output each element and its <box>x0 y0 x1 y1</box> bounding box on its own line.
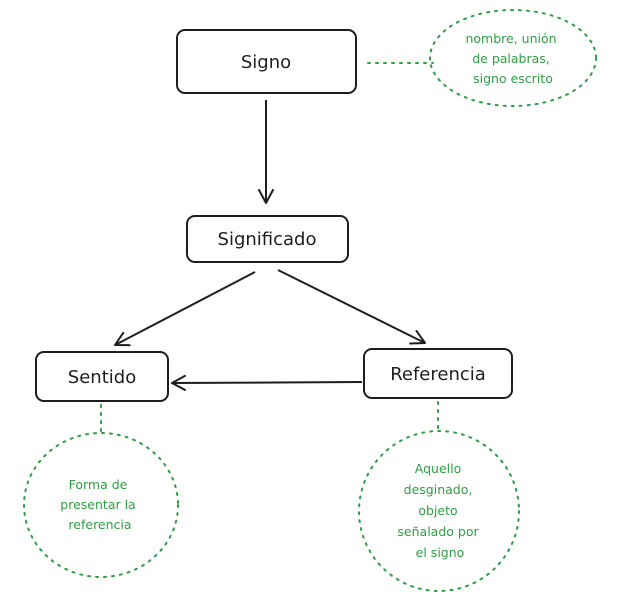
note-signo-line-3: signo escrito <box>473 71 553 86</box>
node-referencia: Referencia <box>363 348 513 399</box>
node-signo-label: Signo <box>241 52 291 73</box>
arrow-significado-to-referencia <box>277 269 426 345</box>
note-referencia-line-1: Aquello <box>415 461 461 476</box>
node-significado-label: Significado <box>218 229 317 250</box>
note-referencia-text: Aquello desginado, objeto señalado por e… <box>397 461 482 560</box>
note-sentido-line-3: referencia <box>68 517 131 532</box>
node-signo: Signo <box>176 29 357 94</box>
note-signo-text: nombre, unión de palabras, signo escrito <box>465 31 560 86</box>
node-signo-box <box>176 29 357 94</box>
node-sentido-box <box>35 351 169 402</box>
note-referencia-line-4: señalado por <box>397 524 479 539</box>
note-referencia-line-5: el signo <box>416 545 465 560</box>
node-significado-box <box>186 215 349 263</box>
note-sentido-text: Forma de presentar la referencia <box>60 477 139 532</box>
note-sentido-line-2: presentar la <box>60 497 135 512</box>
node-referencia-label: Referencia <box>390 364 486 385</box>
arrow-referencia-to-sentido <box>171 374 363 391</box>
node-sentido: Sentido <box>35 351 169 402</box>
node-referencia-box <box>363 348 513 399</box>
note-circle-referencia <box>358 430 520 592</box>
node-sentido-label: Sentido <box>68 367 136 388</box>
note-signo-line-2: de palabras, <box>472 51 550 66</box>
node-significado: Significado <box>186 215 349 263</box>
arrow-significado-to-sentido <box>114 271 256 347</box>
note-referencia-line-3: objeto <box>418 503 457 518</box>
note-circle-signo <box>429 9 597 107</box>
note-referencia-line-2: desginado, <box>404 482 473 497</box>
note-sentido-line-1: Forma de <box>69 477 128 492</box>
note-signo-line-1: nombre, unión <box>465 31 556 46</box>
note-circle-sentido <box>23 432 179 578</box>
